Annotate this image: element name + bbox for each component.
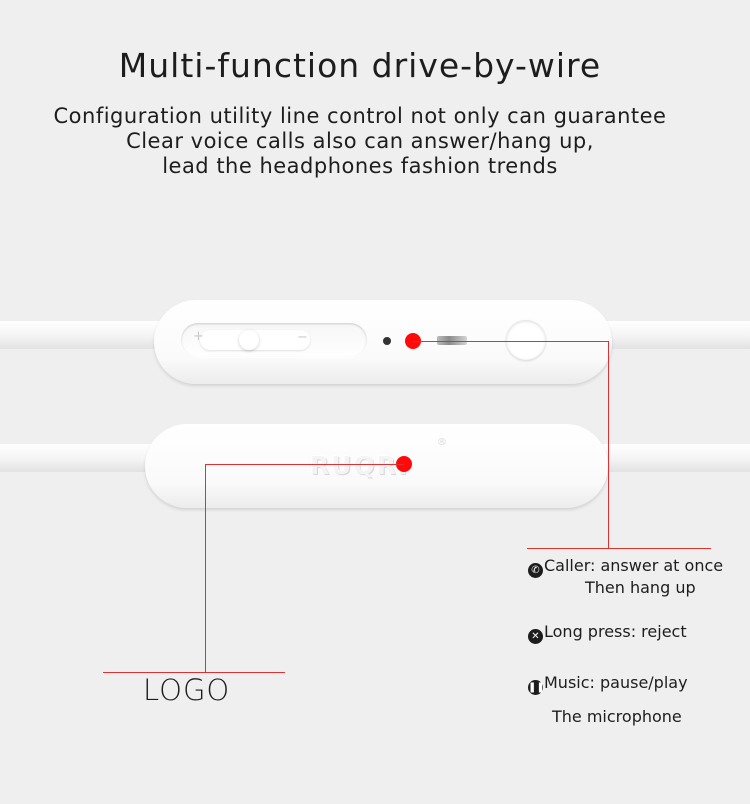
- callout-line: [205, 464, 404, 465]
- embossed-brand-logo: RUQRI: [310, 451, 410, 480]
- multifunction-button: [506, 320, 546, 360]
- legend-reject-text: Long press: reject: [544, 622, 687, 641]
- phone-icon: ✆: [528, 563, 543, 578]
- pause-icon: ❚❚: [528, 680, 545, 695]
- rocker-knob: [239, 330, 259, 350]
- logo-label: LOGO: [143, 673, 231, 707]
- legend-music-text: Music: pause/play: [544, 673, 688, 692]
- remote-back: [145, 424, 608, 508]
- subtitle-line: Configuration utility line control not o…: [53, 104, 667, 128]
- callout-line: [205, 464, 206, 672]
- subtitle-line: Clear voice calls also can answer/hang u…: [126, 129, 594, 153]
- microphone-hole: [383, 337, 391, 345]
- subtitle-line: lead the headphones fashion trends: [162, 154, 558, 178]
- callout-dot-logo: [396, 456, 412, 472]
- minus-icon: −: [297, 330, 308, 345]
- subtitle: Configuration utility line control not o…: [0, 104, 720, 179]
- callout-line: [608, 341, 609, 548]
- plus-icon: +: [193, 329, 204, 344]
- registered-mark: ®: [437, 437, 447, 448]
- legend-reject: ✕Long press: reject: [528, 622, 687, 644]
- indicator-slot: [437, 336, 467, 345]
- reject-icon: ✕: [528, 629, 543, 644]
- callout-line: [527, 548, 711, 549]
- legend-call: ✆Caller: answer at once: [528, 556, 723, 578]
- callout-line: [103, 672, 285, 673]
- callout-line: [413, 341, 609, 342]
- legend-music: ❚❚Music: pause/play: [528, 673, 688, 695]
- legend-call-line2: Then hang up: [585, 578, 696, 597]
- title: Multi-function drive-by-wire: [118, 46, 602, 85]
- legend-microphone: The microphone: [552, 707, 682, 726]
- legend-call-text: Caller: answer at once: [544, 556, 724, 575]
